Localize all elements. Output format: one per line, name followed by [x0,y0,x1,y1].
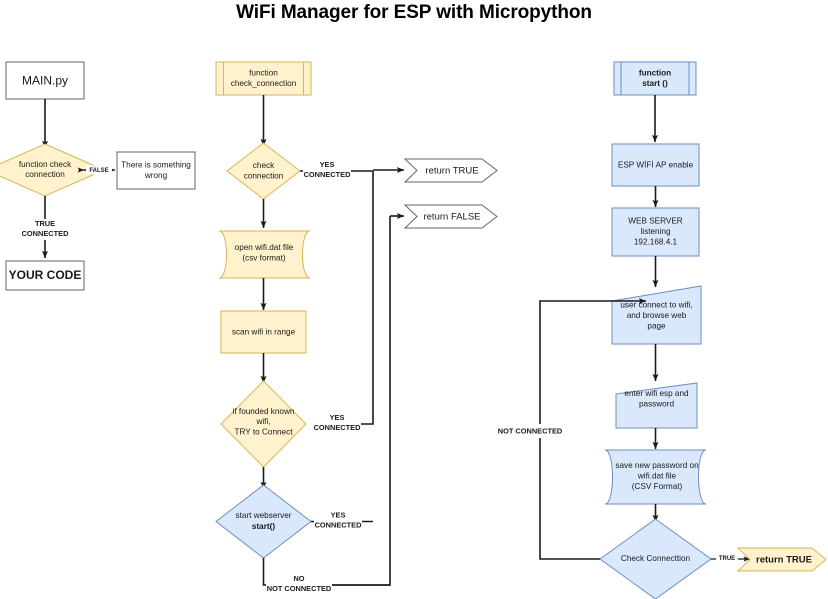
edge-check-true-label-bg [716,552,738,564]
node-function-check-connection-header-line1: function [249,69,278,78]
terminal-return-true-right-label: return TRUE [756,555,812,566]
edge-founded-yes-line2: CONNECTED [314,423,361,432]
edge-check-true-label: TRUE [719,556,735,562]
node-if-founded-known-wifi-line2: wifi, [255,417,270,426]
node-save-new-password-line2: wifi.dat file [637,472,677,481]
node-save-new-password-line3: (CSV Format) [632,482,683,491]
node-there-is-something-wrong-line1: There is something [121,161,191,170]
node-main-py[interactable]: MAIN.py [5,61,85,100]
node-function-start-line2: start () [642,79,668,88]
node-user-connect-to-wifi-line1: user connect to wifi, [620,301,692,310]
edge-webserver-yes-line2: CONNECTED [315,520,362,529]
edge-not-connected-label-bg [489,424,571,438]
node-web-server-listening-line2: listening [640,227,670,236]
node-there-is-something-wrong-line2: wrong [144,171,168,180]
node-open-wifi-dat-file-line1: open wifi.dat file [235,243,294,252]
edge-webserver-yes-label-bg [314,511,362,533]
node-esp-wifi-ap-enable[interactable]: ESP WİFİ AP enable [611,143,700,187]
node-open-wifi-dat-file-line2: (csv format) [242,254,285,263]
node-function-check-connection-line1: function check [19,160,72,169]
terminal-return-false[interactable]: return FALSE [403,204,498,229]
edge-true-trunk [320,171,374,425]
node-if-founded-known-wifi-line3: TRY to Connect [235,428,294,437]
edge-false-label: FALSE [89,168,108,174]
node-open-wifi-dat-file[interactable]: open wifi.dat file (csv format) [218,230,311,279]
node-user-connect-to-wifi-line3: page [647,322,666,331]
node-start-webserver-line1: start webserver [236,511,292,520]
edge-check-yes-line2: CONNECTED [304,170,351,179]
edge-check-yes-line1: YES [320,160,335,169]
page-title: WiFi Manager for ESP with Micropython [236,2,592,23]
node-check-connection-decision[interactable]: check connection [226,142,301,200]
edge-true-connected-label-bg [22,219,68,240]
node-save-new-password-line1: save new password on [615,461,699,470]
edge-check-yes-label-bg [303,160,351,182]
node-user-connect-to-wifi[interactable]: user connect to wifi, and browse web pag… [611,285,702,345]
node-main-py-label: MAIN.py [22,74,68,88]
edge-true-connected-line1: TRUE [35,219,55,228]
edge-webserver-no-path [262,558,390,586]
edge-webserver-no-label-bg [266,574,332,596]
node-start-webserver[interactable]: start webserver start() [215,484,312,559]
node-check-connection-decision-line2: connection [244,172,284,181]
node-check-connection-right-label: Check Connecttion [621,554,691,563]
node-web-server-listening-line1: WEB SERVER [628,217,683,226]
terminal-return-true-right[interactable]: return TRUE [736,547,827,572]
node-if-founded-known-wifi[interactable]: if founded known wifi, TRY to Connect [220,380,307,468]
node-your-code[interactable]: YOUR CODE [5,260,85,291]
edge-not-connected-label: NOT CONNECTED [498,426,563,435]
node-function-start[interactable]: function start () [613,61,697,96]
node-your-code-label: YOUR CODE [9,268,82,282]
node-function-check-connection-header[interactable]: function check_connection [215,61,312,96]
edge-true-connected-line2: CONNECTED [22,229,69,238]
node-scan-wifi-in-range-label: scan wifi in range [232,328,296,337]
node-if-founded-known-wifi-line1: if founded known [233,407,295,416]
node-enter-wifi-esp-and-password-line2: password [639,400,674,409]
edge-founded-yes-line1: YES [330,413,345,422]
node-there-is-something-wrong[interactable]: There is something wrong [116,151,196,190]
node-scan-wifi-in-range[interactable]: scan wifi in range [220,310,307,354]
node-check-connection-decision-line1: check [253,161,275,170]
terminal-return-true-label: return TRUE [425,166,478,177]
terminal-return-true[interactable]: return TRUE [403,158,498,183]
terminal-return-false-label: return FALSE [423,212,480,223]
node-enter-wifi-esp-and-password[interactable]: enter wifi esp and password [615,382,698,429]
node-function-check-connection-line2: connection [25,170,65,179]
edge-webserver-no-line1: NO [293,574,304,583]
node-web-server-listening[interactable]: WEB SERVER listening 192.168.4.1 [611,207,700,257]
edge-webserver-yes-line1: YES [331,510,346,519]
edge-false-label-bg [86,165,112,175]
node-web-server-listening-line3: 192.168.4.1 [634,238,678,247]
node-function-check-connection-header-line2: check_connection [231,79,297,88]
node-check-connection-right[interactable]: Check Connecttion [599,518,712,599]
node-esp-wifi-ap-enable-label: ESP WİFİ AP enable [618,160,694,170]
edge-founded-yes-label-bg [313,413,361,435]
node-user-connect-to-wifi-line2: and browse web [627,311,687,320]
node-function-start-line1: function [639,69,671,78]
node-start-webserver-line2: start() [252,522,275,531]
node-enter-wifi-esp-and-password-line1: enter wifi esp and [624,389,689,398]
node-save-new-password[interactable]: save new password on wifi.dat file (CSV … [604,449,707,505]
edge-webserver-no-line2: NOT CONNECTED [267,584,332,593]
